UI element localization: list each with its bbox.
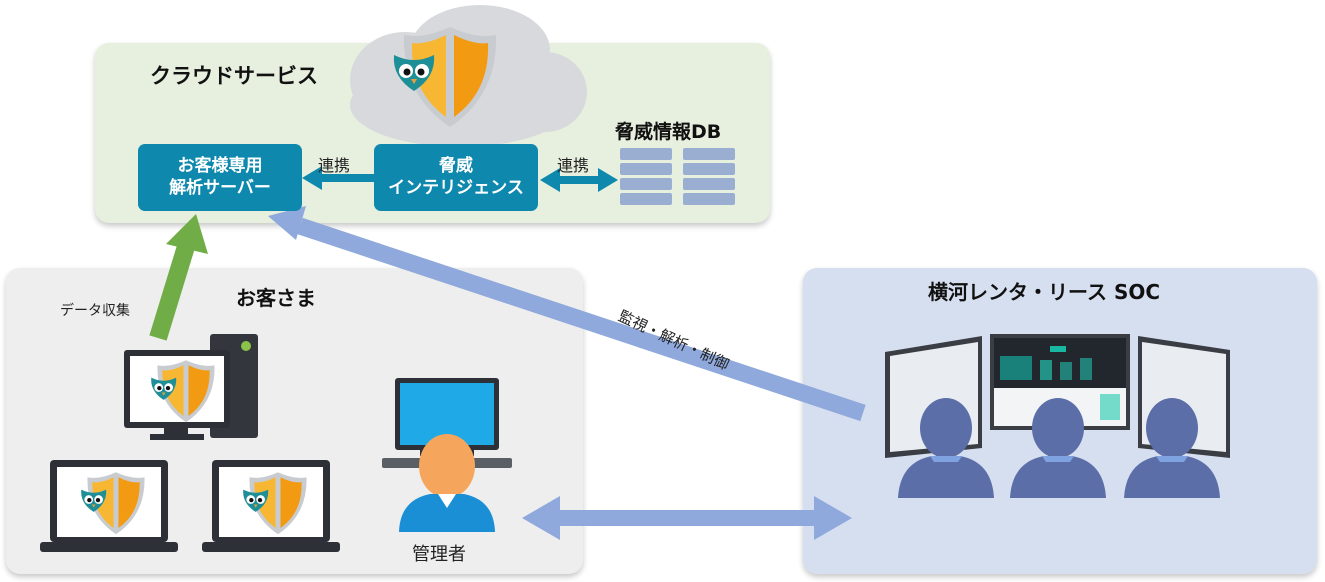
threat-intel-line1: 脅威 xyxy=(439,156,473,177)
cloud-service-title: クラウドサービス xyxy=(150,64,318,88)
analysis-server-line1: お客様専用 xyxy=(177,156,263,177)
threat-db-title: 脅威情報DB xyxy=(615,121,722,143)
link-arrow-left xyxy=(302,166,374,190)
database-icon xyxy=(620,148,735,205)
admin-soc-arrow xyxy=(522,496,852,540)
analysis-server-box: お客様専用 解析サーバー xyxy=(138,144,302,211)
desktop-pc-icon xyxy=(124,334,258,440)
laptop-icon xyxy=(40,460,178,552)
soc-title: 横河レンタ・リース SOC xyxy=(928,280,1161,304)
data-collection-label: データ収集 xyxy=(60,303,130,319)
admin-icon xyxy=(382,378,512,532)
threat-intel-box: 脅威 インテリジェンス xyxy=(374,144,538,211)
data-collection-arrow xyxy=(149,214,208,341)
threat-intel-line2: インテリジェンス xyxy=(388,177,524,198)
link-arrow-both xyxy=(540,168,618,192)
link-label-left: 連携 xyxy=(318,156,351,175)
customer-title: お客さま xyxy=(236,286,316,310)
link-label-right: 連携 xyxy=(557,156,590,175)
soc-monitor-arrow xyxy=(268,206,866,422)
admin-label: 管理者 xyxy=(412,544,466,565)
laptop-icon xyxy=(202,460,340,552)
analysis-server-line2: 解析サーバー xyxy=(169,177,271,198)
